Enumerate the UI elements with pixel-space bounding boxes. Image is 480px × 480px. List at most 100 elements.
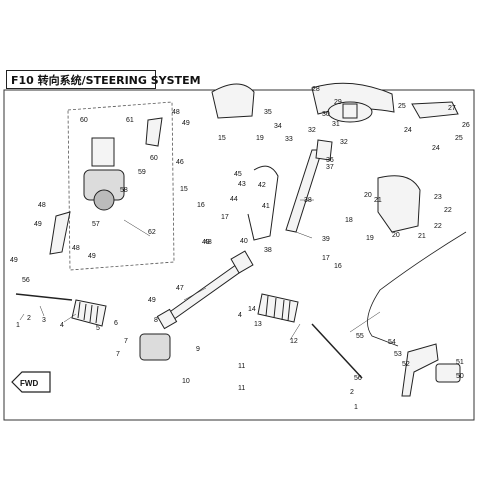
callout-17: 17	[221, 214, 229, 221]
callout-6: 6	[114, 320, 118, 327]
lower-shaft	[49, 211, 71, 255]
callout-48: 48	[172, 109, 180, 116]
callout-22b: 22	[434, 223, 442, 230]
callout-56: 56	[22, 277, 30, 284]
callout-7: 7	[124, 338, 128, 345]
callout-1b: 1	[354, 404, 358, 411]
callout-49d: 49	[88, 253, 96, 260]
callout-19: 19	[256, 135, 264, 142]
callout-39: 39	[322, 236, 330, 243]
callout-45: 45	[234, 171, 242, 178]
callout-10: 10	[182, 378, 190, 385]
callout-2: 2	[27, 315, 31, 322]
callout-22: 22	[444, 207, 452, 214]
callout-17b: 17	[322, 255, 330, 262]
eps-unit	[83, 137, 125, 211]
callout-3: 3	[42, 317, 46, 324]
callout-20: 20	[364, 192, 372, 199]
callout-55: 55	[356, 333, 364, 340]
callout-14: 14	[248, 306, 256, 313]
callout-54: 54	[388, 339, 396, 346]
switch-panel	[411, 101, 459, 119]
callout-11b: 11	[238, 385, 245, 392]
callout-29: 29	[334, 99, 342, 106]
callout-49c: 49	[10, 257, 18, 264]
fwd-label: FWD	[20, 379, 38, 388]
callout-24b: 24	[432, 145, 440, 152]
callout-20b: 20	[392, 232, 400, 239]
callout-21: 21	[374, 197, 382, 204]
callout-8: 8	[154, 317, 158, 324]
callout-30: 30	[322, 111, 330, 118]
callout-47: 47	[176, 285, 184, 292]
leader-lines	[19, 199, 381, 341]
callout-37: 37	[326, 164, 334, 171]
callout-43: 43	[238, 181, 246, 188]
callout-4: 4	[60, 322, 64, 329]
cable	[367, 231, 467, 347]
callout-46: 46	[176, 159, 184, 166]
callout-26: 26	[462, 122, 470, 129]
steering-gearbox	[139, 333, 171, 361]
callout-33: 33	[285, 136, 293, 143]
callout-49e: 49	[202, 239, 210, 246]
callout-35: 35	[264, 109, 272, 116]
steering-wheel	[311, 82, 395, 123]
callout-44: 44	[230, 196, 238, 203]
callout-51: 51	[456, 359, 464, 366]
callout-32: 32	[308, 127, 316, 134]
callout-49b: 49	[34, 221, 42, 228]
dash-cover-lower	[377, 175, 421, 233]
callout-40: 40	[240, 238, 248, 245]
callout-57: 57	[92, 221, 100, 228]
tie-rod-left	[15, 293, 73, 301]
callout-36: 36	[326, 157, 334, 164]
callout-31: 31	[332, 121, 340, 128]
callout-15: 15	[218, 135, 226, 142]
callout-7b: 7	[116, 351, 120, 358]
callout-12: 12	[290, 338, 298, 345]
callout-32b: 32	[340, 139, 348, 146]
callout-25: 25	[398, 103, 406, 110]
callout-34: 34	[274, 123, 282, 130]
callout-58: 58	[120, 187, 128, 194]
tilt-bracket	[247, 165, 279, 241]
callout-42: 42	[258, 182, 266, 189]
boot-right	[257, 293, 299, 323]
tie-rod-right	[311, 323, 363, 379]
callout-21b: 21	[418, 233, 426, 240]
callout-24: 24	[404, 127, 412, 134]
callout-16: 16	[197, 202, 205, 209]
callout-48c: 48	[204, 239, 212, 246]
callout-50: 50	[456, 373, 464, 380]
diagram-title: F10 转向系统/STEERING SYSTEM	[6, 70, 201, 89]
callout-9: 9	[196, 346, 200, 353]
callout-60: 60	[80, 117, 88, 124]
callout-49: 49	[182, 120, 190, 127]
callout-16b: 16	[334, 263, 342, 270]
callout-53: 53	[394, 351, 402, 358]
callout-48d: 48	[72, 245, 80, 252]
callout-5: 5	[96, 325, 100, 332]
callout-61: 61	[126, 117, 134, 124]
callout-59: 59	[138, 169, 146, 176]
callout-38b: 38	[264, 247, 272, 254]
callout-56b: 56	[354, 375, 362, 382]
callout-13: 13	[254, 321, 262, 328]
callout-1: 1	[16, 322, 20, 329]
brake-pedal	[401, 343, 461, 397]
callout-23: 23	[434, 194, 442, 201]
callout-41: 41	[262, 203, 270, 210]
callout-4b: 4	[238, 312, 242, 319]
callout-62: 62	[148, 229, 156, 236]
callout-48b: 48	[38, 202, 46, 209]
callout-60b: 60	[150, 155, 158, 162]
intermediate-shaft	[156, 250, 254, 330]
dash-cover-upper	[211, 83, 255, 119]
mount-bracket	[145, 117, 163, 147]
callout-11: 11	[238, 363, 245, 370]
callout-15b: 15	[180, 186, 188, 193]
